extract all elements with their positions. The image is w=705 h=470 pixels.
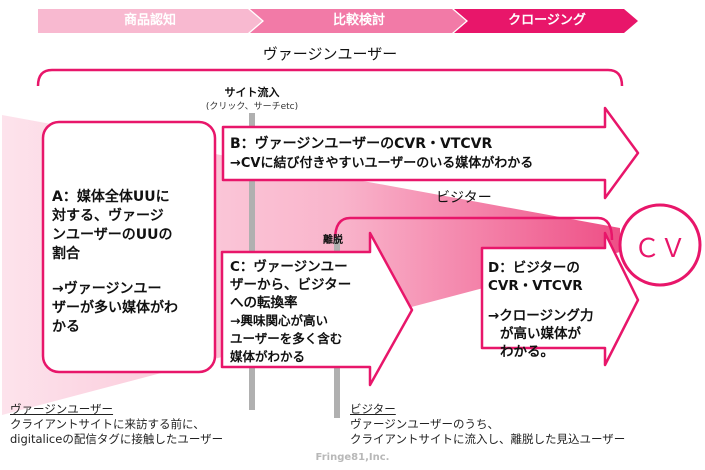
visitor-bracket xyxy=(333,216,614,241)
box-a-line: ンユーザーのUUの xyxy=(52,227,173,243)
arrow-b xyxy=(221,106,640,200)
cv-label: ＣＶ xyxy=(633,234,686,264)
virgin-user-definition-line: クライアントサイトに来訪する前に、 xyxy=(10,417,205,431)
box-a-line: 割合 xyxy=(52,246,80,262)
virgin-user-bracket xyxy=(36,68,624,87)
box-b-title: B：ヴァージンユーザーのCVR・VTCVR xyxy=(230,136,493,152)
exit-label: 離脱 xyxy=(323,235,343,246)
box-a-line: かる xyxy=(52,319,80,335)
box-c-line: C：ヴァージンユー xyxy=(230,259,348,275)
site-inflow-title: サイト流入 xyxy=(224,86,280,99)
box-d-line: わかる。 xyxy=(500,344,554,360)
box-a-line: 対する、ヴァージ xyxy=(52,208,164,224)
virgin-user-label: ヴァージンユーザー xyxy=(262,45,398,63)
box-d-line: が高い媒体が xyxy=(500,326,581,342)
box-a-line: ザーが多い媒体がわ xyxy=(52,300,178,316)
box-c-line: ザーから、ビジター xyxy=(230,277,352,293)
virgin-user-definition: ヴァージンユーザー クライアントサイトに来訪する前に、 digitaliceの配… xyxy=(10,402,330,447)
box-c-text: C：ヴァージンユー ザーから、ビジター への転換率 →興味関心が高い ユーザーを… xyxy=(230,258,380,366)
phase-chevron-comparison xyxy=(250,9,466,33)
box-d-line: →クロージング力 xyxy=(488,308,594,324)
visitor-label: ビジター xyxy=(436,190,492,206)
box-a xyxy=(41,120,217,374)
phase-chevron-awareness xyxy=(38,9,262,33)
box-c-line: への転換率 xyxy=(230,295,298,311)
arrow-c xyxy=(220,231,414,387)
footer-copyright: Fringe81,Inc. xyxy=(315,452,390,463)
virgin-user-definition-title: ヴァージンユーザー xyxy=(10,402,114,416)
box-b-desc: →CVに結び付きやすいユーザーのいる媒体がわかる xyxy=(230,156,534,171)
box-d-text: D：ビジターの CVR・VTCVR →クロージング力 が高い媒体が わかる。 xyxy=(488,259,618,361)
box-d-line: CVR・VTCVR xyxy=(488,278,583,294)
box-a-line: A：媒体全体UUに xyxy=(52,189,170,205)
visitor-definition-line: クライアントサイトに流入し、離脱した見込ユーザー xyxy=(350,432,626,446)
box-c-line: →興味関心が高い xyxy=(230,313,328,328)
visitor-definition: ビジター ヴァージンユーザーのうち、 クライアントサイトに流入し、離脱した見込ユ… xyxy=(350,402,700,447)
arrow-d xyxy=(480,231,640,367)
virgin-user-definition-line: digitaliceの配信タグに接触したユーザー xyxy=(10,432,224,446)
box-c-line: ユーザーを多く含む xyxy=(230,331,343,346)
phase-label-awareness: 商品認知 xyxy=(123,13,176,28)
box-d-line: D：ビジターの xyxy=(488,260,580,276)
phase-label-closing: クロージング xyxy=(508,13,586,28)
phase-chevron-closing xyxy=(454,9,638,33)
box-a-line: →ヴァージンユー xyxy=(52,281,162,297)
phase-label-comparison: 比較検討 xyxy=(332,13,385,28)
site-inflow-sub: (クリック、サーチetc) xyxy=(205,102,299,112)
visitor-definition-line: ヴァージンユーザーのうち、 xyxy=(350,417,500,431)
visitor-definition-title: ビジター xyxy=(350,402,396,416)
box-c-line: 媒体がわかる xyxy=(230,349,306,364)
box-a-text: A：媒体全体UUに 対する、ヴァージ ンユーザーのUUの 割合 →ヴァージンユー… xyxy=(52,188,212,337)
box-b-text: B：ヴァージンユーザーのCVR・VTCVR →CVに結び付きやすいユーザーのいる… xyxy=(230,135,610,173)
cv-circle xyxy=(618,203,702,287)
